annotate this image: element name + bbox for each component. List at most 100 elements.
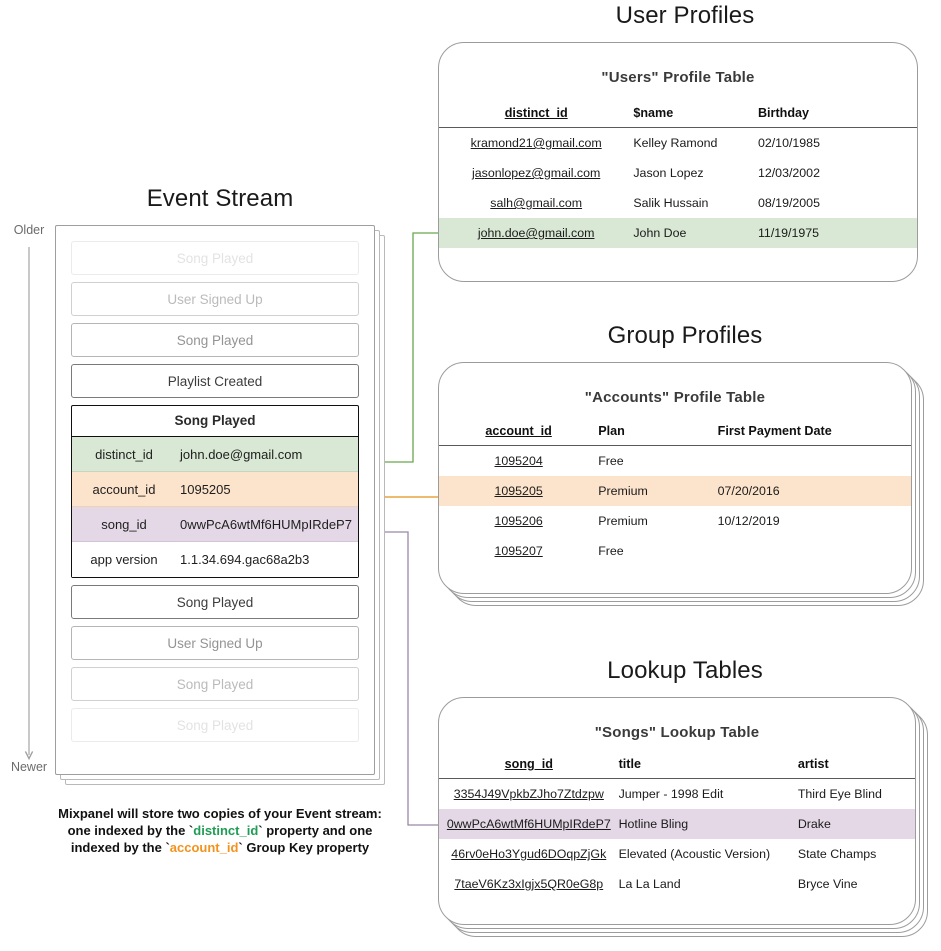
songs-table: song_id title artist 3354J49VpkbZJho7Ztdzpw…	[439, 747, 915, 899]
table-cell-id: 3354J49VpkbZJho7Ztdzpw	[453, 787, 604, 801]
event-box-label: Song Played	[176, 677, 254, 692]
songs-table-column-header: song_id	[504, 757, 553, 771]
event-box[interactable]: Song Played	[71, 323, 359, 357]
table-cell: Salik Hussain	[633, 196, 709, 210]
accounts-table-column-header: account_id	[485, 424, 552, 438]
event-property-key: account_id	[92, 481, 156, 497]
table-row[interactable]: salh@gmail.com Salik Hussain 08/19/2005	[439, 188, 917, 218]
table-cell-id: john.doe@gmail.com	[477, 226, 595, 240]
table-cell: 46rv0eHo3Ygud6DOqpZjGk	[439, 839, 619, 869]
table-cell: 1095204	[439, 446, 598, 477]
event-box-label: Playlist Created	[167, 374, 263, 389]
event-box[interactable]: Song Played	[71, 585, 359, 619]
caption-line-3-post: ` Group Key property	[238, 840, 370, 855]
table-cell: Jason Lopez	[633, 166, 704, 180]
event-box-label: User Signed Up	[167, 636, 263, 651]
table-row[interactable]: 3354J49VpkbZJho7Ztdzpw Jumper - 1998 Edit…	[439, 779, 915, 810]
caption-token-account-id: account_id	[169, 840, 239, 855]
songs-table-header-row: song_id title artist	[439, 747, 915, 779]
timeline-label-older: Older	[13, 223, 45, 237]
selected-event-name: Song Played	[72, 406, 358, 437]
table-cell: jasonlopez@gmail.com	[439, 158, 633, 188]
event-box[interactable]: Playlist Created	[71, 364, 359, 398]
table-cell-id: jasonlopez@gmail.com	[472, 166, 601, 180]
table-cell: John Doe	[633, 226, 687, 240]
table-cell: Kelley Ramond	[633, 136, 718, 150]
songs-table-column-header: title	[618, 757, 641, 771]
table-row[interactable]: 1095204 Free	[439, 446, 911, 477]
table-cell-id: 1095204	[494, 454, 543, 468]
table-cell: 1095205	[439, 476, 598, 506]
event-box[interactable]: Song Played	[71, 241, 359, 275]
diagram-caption: Mixpanel will store two copies of your E…	[40, 805, 400, 856]
songs-table-column-header: artist	[797, 757, 829, 771]
event-property-key: app version	[90, 552, 158, 567]
caption-line-3-pre: indexed by the `	[70, 840, 170, 855]
table-cell	[718, 536, 911, 566]
accounts-table: account_id Plan First Payment Date 1095204 F…	[439, 414, 911, 566]
table-cell-id: salh@gmail.com	[490, 196, 583, 210]
accounts-table-column-header: Plan	[598, 424, 625, 438]
table-cell-id: kramond21@gmail.com	[470, 136, 602, 150]
table-cell: 12/03/2002	[757, 166, 820, 180]
event-box[interactable]: User Signed Up	[71, 282, 359, 316]
table-cell-id: 1095207	[494, 544, 543, 558]
lookup-tables-title: Lookup Tables	[607, 657, 763, 684]
users-table-column-header: Birthday	[757, 106, 810, 120]
event-box[interactable]: User Signed Up	[71, 626, 359, 660]
table-cell: Hotline Bling	[618, 817, 689, 831]
event-property-value: 0wwPcA6wtMf6HUMpIRdeP7	[180, 516, 352, 532]
table-cell: 07/20/2016	[717, 484, 780, 498]
table-cell: kramond21@gmail.com	[439, 128, 633, 159]
table-cell: Free	[598, 454, 624, 468]
group-profiles-title: Group Profiles	[607, 322, 763, 349]
users-table-column-header: $name	[633, 106, 674, 120]
event-box[interactable]: Song Played	[71, 667, 359, 701]
songs-lookup-table-card: "Songs" Lookup Table song_id title artist 3…	[438, 697, 916, 925]
table-row[interactable]: 46rv0eHo3Ygud6DOqpZjGk Elevated (Acoustic…	[439, 839, 915, 869]
table-cell: Jumper - 1998 Edit	[618, 787, 724, 801]
table-cell: La La Land	[618, 877, 681, 891]
table-row[interactable]: jasonlopez@gmail.com Jason Lopez 12/03/200…	[439, 158, 917, 188]
table-cell: Third Eye Blind	[797, 787, 882, 801]
event-box[interactable]: Song Played	[71, 708, 359, 742]
users-table-title: "Users" Profile Table	[601, 69, 755, 86]
event-property-row: song_id 0wwPcA6wtMf6HUMpIRdeP7	[72, 507, 358, 542]
table-cell: 08/19/2005	[757, 196, 820, 210]
event-stream-title: Event Stream	[146, 185, 294, 212]
table-cell: Elevated (Acoustic Version)	[618, 847, 771, 861]
caption-line-3: indexed by the `account_id` Group Key pr…	[40, 839, 400, 856]
caption-line-2-post: ` property and one	[258, 823, 373, 838]
table-cell: 3354J49VpkbZJho7Ztdzpw	[439, 779, 619, 810]
accounts-table-column-header: First Payment Date	[717, 424, 832, 438]
event-box-label: Song Played	[176, 718, 254, 733]
lookup-tables-card: "Songs" Lookup Table song_id title artist 3…	[438, 697, 938, 949]
table-cell: State Champs	[797, 847, 877, 861]
event-property-key: song_id	[101, 516, 147, 532]
table-cell: 7taeV6Kz3xIgjx5QR0eG8p	[439, 869, 619, 899]
table-cell-id: 46rv0eHo3Ygud6DOqpZjGk	[451, 847, 607, 861]
table-cell-id: 1095205	[494, 484, 543, 498]
table-cell: Drake	[797, 817, 831, 831]
event-box-label: Song Played	[176, 333, 254, 348]
table-cell: 1095207	[439, 536, 598, 566]
songs-table-title: "Songs" Lookup Table	[594, 724, 760, 741]
